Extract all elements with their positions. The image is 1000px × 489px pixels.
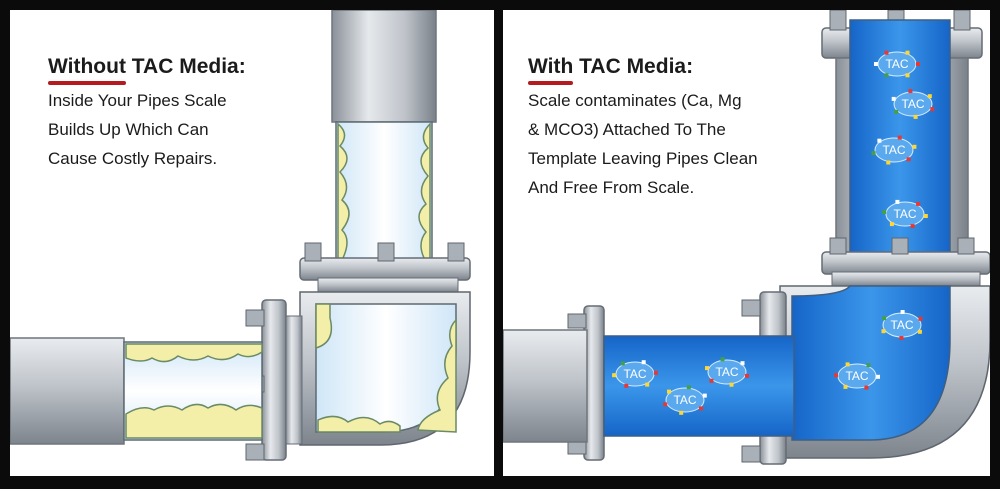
tac-particle: TAC xyxy=(834,362,880,390)
scale-deposit xyxy=(337,122,350,264)
tac-label: TAC xyxy=(885,57,908,71)
heading-rest: TAC Media: xyxy=(573,55,694,78)
scale-deposit xyxy=(125,403,263,439)
heading-emphasis: With xyxy=(528,55,574,85)
scale-deposit xyxy=(418,122,431,263)
upper-flange xyxy=(821,251,990,275)
tac-label: TAC xyxy=(901,97,924,111)
tac-label: TAC xyxy=(623,367,646,381)
scale-deposit xyxy=(417,318,457,433)
vertical-glass-section xyxy=(335,121,433,263)
without-tac-description: Inside Your Pipes Scale Builds Up Which … xyxy=(48,86,308,173)
tac-particle: TAC xyxy=(874,50,920,78)
flange-bolt xyxy=(245,443,265,461)
description-line: Template Leaving Pipes Clean xyxy=(528,149,758,168)
flange-bolt xyxy=(891,237,909,255)
description-line: Inside Your Pipes Scale xyxy=(48,91,227,110)
tac-label: TAC xyxy=(715,365,738,379)
scaled-pipe-assembly xyxy=(10,10,471,461)
tac-particle: TAC xyxy=(663,385,707,415)
horizontal-pipe-metal xyxy=(10,337,125,445)
tac-particle: TAC xyxy=(871,135,917,165)
description-line: And Free From Scale. xyxy=(528,178,695,197)
tac-particle: TAC xyxy=(882,199,928,229)
horizontal-pipe-metal xyxy=(503,329,588,443)
clean-pipe-assembly xyxy=(503,10,990,465)
flange-bolt xyxy=(741,445,761,463)
heading-rest: TAC Media: xyxy=(125,55,246,78)
scale-deposit xyxy=(315,303,333,350)
scale-deposit xyxy=(125,343,263,363)
flange-bolt xyxy=(447,242,465,262)
without-tac-heading: Without TAC Media: xyxy=(48,54,308,85)
flange-bolt xyxy=(304,242,322,262)
heading-emphasis: Without xyxy=(48,55,126,85)
without-tac-caption: Without TAC Media: Inside Your Pipes Sca… xyxy=(48,54,308,173)
scale-deposit xyxy=(317,415,401,433)
tac-label: TAC xyxy=(890,318,913,332)
tac-particle: TAC xyxy=(612,360,658,388)
tac-particle: TAC xyxy=(891,89,935,119)
tac-label: TAC xyxy=(673,393,696,407)
flange-bolt xyxy=(957,237,975,255)
flange-collar xyxy=(317,277,459,293)
elbow-water xyxy=(791,285,951,441)
flange-collar xyxy=(285,315,303,445)
tac-label: TAC xyxy=(845,369,868,383)
flange-bolt xyxy=(829,10,847,31)
flange-bolt xyxy=(377,242,395,262)
tac-particle: TAC xyxy=(881,310,923,340)
flange-collar xyxy=(831,271,981,287)
flange-bolt xyxy=(567,313,587,329)
tac-particle: TAC xyxy=(705,357,749,387)
vertical-pipe-metal xyxy=(331,10,437,123)
side-flange xyxy=(261,299,287,461)
tac-label: TAC xyxy=(893,207,916,221)
with-tac-heading: With TAC Media: xyxy=(528,54,828,85)
description-line: Cause Costly Repairs. xyxy=(48,149,218,168)
with-tac-description: Scale contaminates (Ca, Mg & MCO3) Attac… xyxy=(528,86,828,202)
tac-label: TAC xyxy=(882,143,905,157)
flange-bolt xyxy=(829,237,847,255)
flange-bolt xyxy=(953,10,971,31)
description-line: & MCO3) Attached To The xyxy=(528,120,726,139)
flange-bolt xyxy=(245,309,265,327)
flange-bolt xyxy=(741,299,761,317)
description-line: Scale contaminates (Ca, Mg xyxy=(528,91,742,110)
description-line: Builds Up Which Can xyxy=(48,120,209,139)
tac-particle-layer: TAC TAC TAC TAC TAC TAC TAC TAC TAC xyxy=(612,50,935,415)
with-tac-caption: With TAC Media: Scale contaminates (Ca, … xyxy=(528,54,828,202)
